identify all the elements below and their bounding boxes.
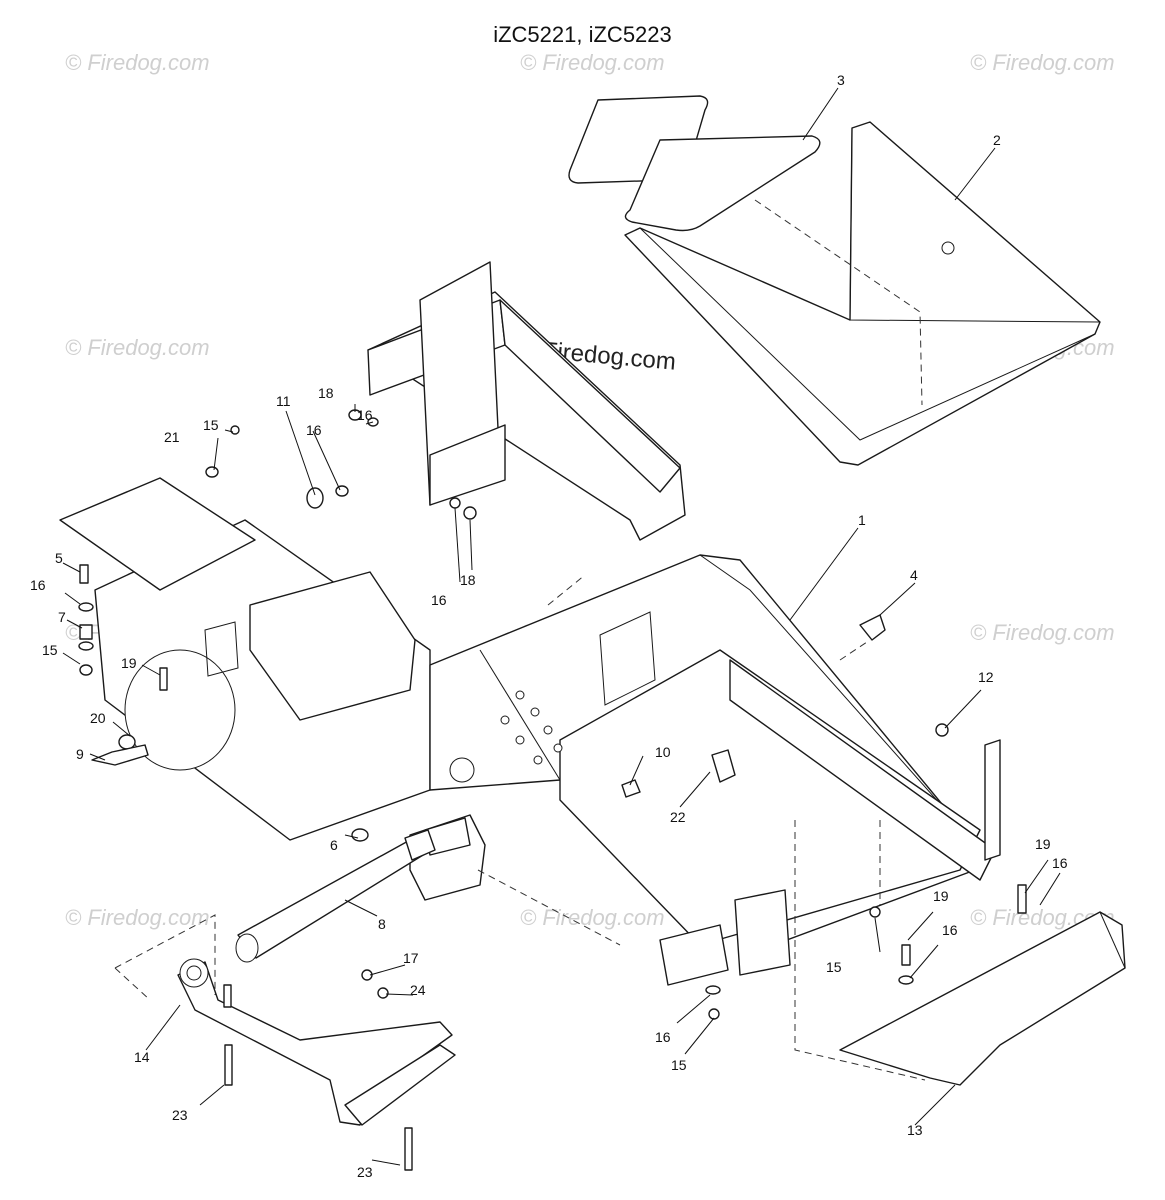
diagram-title: iZC5221, iZC5223 bbox=[493, 22, 672, 47]
callout-13: 13 bbox=[907, 1122, 923, 1138]
callout-6: 6 bbox=[330, 837, 338, 853]
callout-1: 1 bbox=[858, 512, 866, 528]
part-2-floor-pan bbox=[624, 121, 1101, 466]
callout-15d: 15 bbox=[671, 1057, 687, 1073]
callout-18b: 18 bbox=[460, 572, 476, 588]
callout-24: 24 bbox=[410, 982, 426, 998]
callout-19c: 19 bbox=[933, 888, 949, 904]
callout-16b: 16 bbox=[306, 422, 322, 438]
callout-16c: 16 bbox=[357, 407, 373, 423]
callout-3: 3 bbox=[837, 72, 845, 88]
part-1-main-frame bbox=[59, 261, 1001, 986]
callout-9: 9 bbox=[76, 746, 84, 762]
watermark: © Firedog.com bbox=[520, 905, 665, 930]
callout-16a: 16 bbox=[30, 577, 46, 593]
callout-5: 5 bbox=[55, 550, 63, 566]
callout-22: 22 bbox=[670, 809, 686, 825]
fasteners bbox=[78, 409, 1027, 1171]
callout-19a: 19 bbox=[121, 655, 137, 671]
callout-19b: 19 bbox=[1035, 836, 1051, 852]
part-13-shield bbox=[794, 820, 1126, 1086]
watermark: © Firedog.com bbox=[65, 335, 210, 360]
part-14-front-axle bbox=[114, 914, 456, 1126]
callout-7: 7 bbox=[58, 609, 66, 625]
watermark: © Firedog.com bbox=[970, 620, 1115, 645]
watermark: © Firedog.com bbox=[970, 50, 1115, 75]
callout-11: 11 bbox=[276, 393, 291, 409]
callout-21: 21 bbox=[164, 429, 180, 445]
callout-23b: 23 bbox=[357, 1164, 373, 1180]
callout-16e: 16 bbox=[1052, 855, 1068, 871]
callout-16f: 16 bbox=[942, 922, 958, 938]
callout-16g: 16 bbox=[655, 1029, 671, 1045]
watermark: © Firedog.com bbox=[520, 50, 665, 75]
callout-15c: 15 bbox=[826, 959, 842, 975]
watermark: © Firedog.com bbox=[65, 905, 210, 930]
callout-23a: 23 bbox=[172, 1107, 188, 1123]
callout-labels: 1 2 3 4 5 6 7 8 9 10 11 12 13 14 15 15 1… bbox=[30, 72, 1068, 1180]
callout-12: 12 bbox=[978, 669, 994, 685]
callout-10: 10 bbox=[655, 744, 671, 760]
part-8-axle-tube bbox=[235, 829, 436, 963]
watermark: © Firedog.com bbox=[65, 50, 210, 75]
callout-2: 2 bbox=[993, 132, 1001, 148]
callout-4: 4 bbox=[910, 567, 918, 583]
callout-16d: 16 bbox=[431, 592, 447, 608]
callout-17: 17 bbox=[403, 950, 419, 966]
part-3-pads bbox=[568, 95, 821, 232]
callout-15a: 15 bbox=[203, 417, 219, 433]
callout-20: 20 bbox=[90, 710, 106, 726]
callout-15b: 15 bbox=[42, 642, 58, 658]
callout-14: 14 bbox=[134, 1049, 150, 1065]
leader-lines bbox=[62, 87, 1061, 1166]
callout-18a: 18 bbox=[318, 385, 334, 401]
callout-8: 8 bbox=[378, 916, 386, 932]
